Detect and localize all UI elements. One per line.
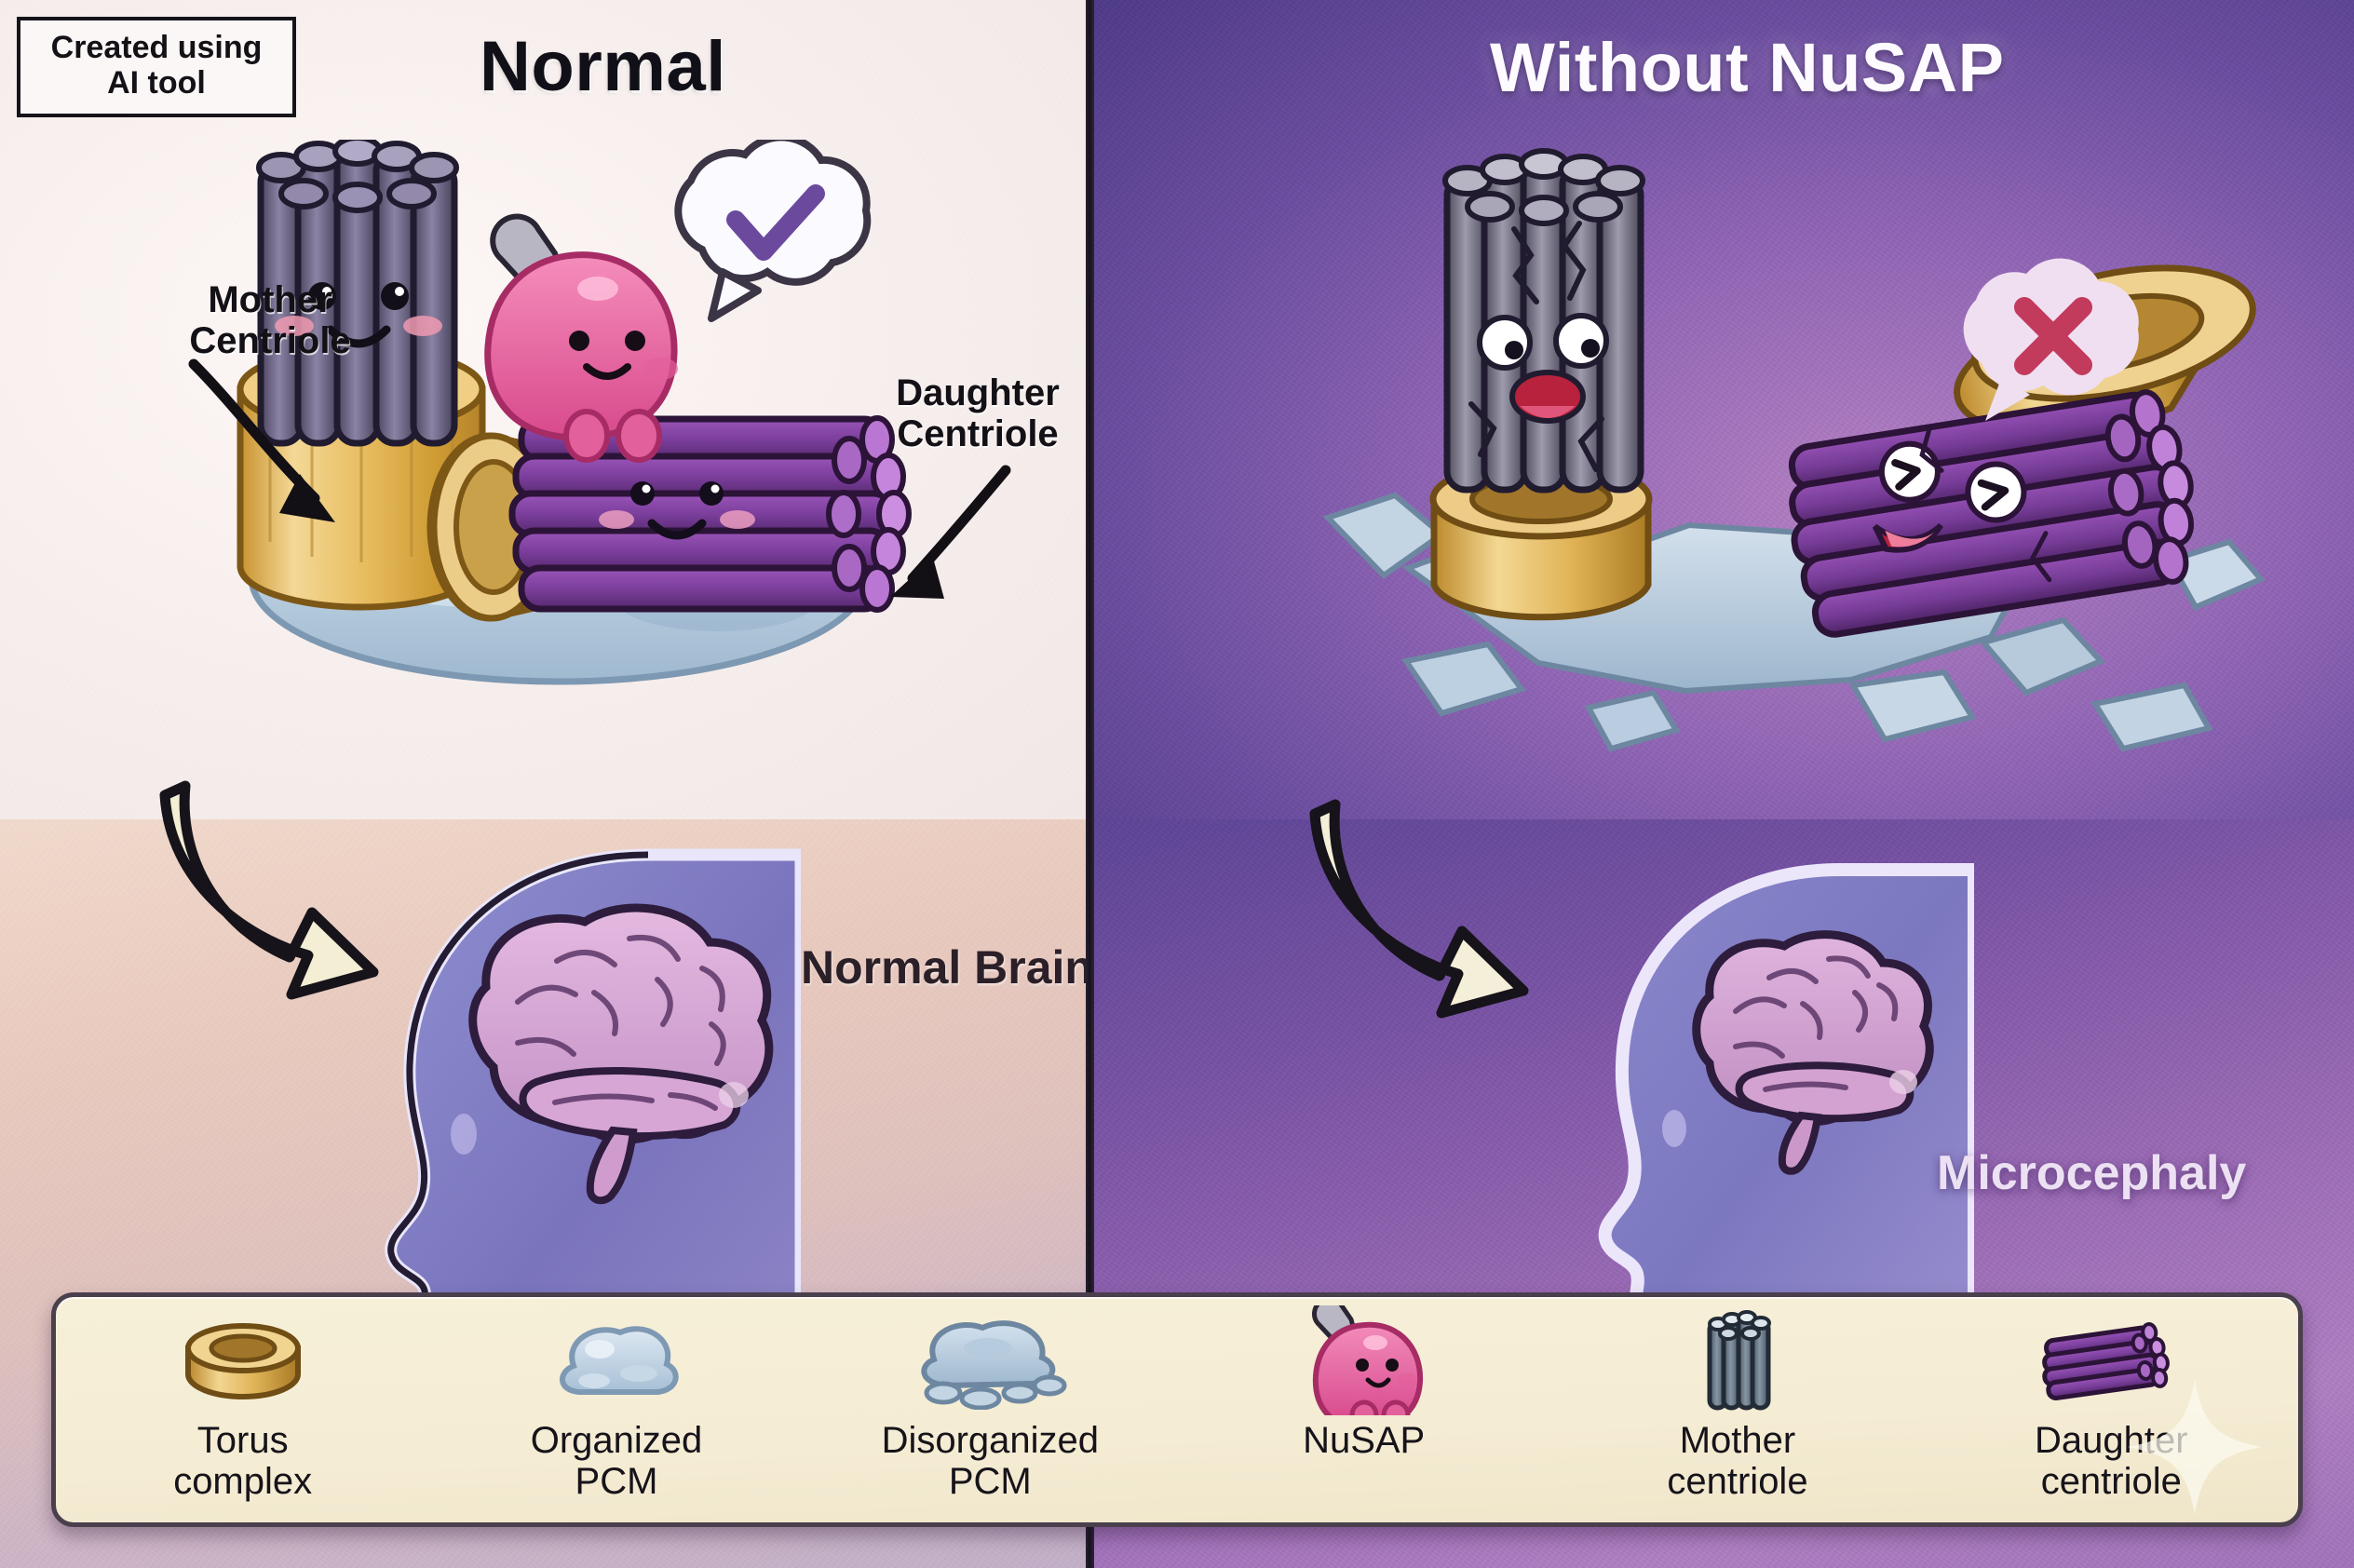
legend-item-nusap[interactable]: NuSAP bbox=[1177, 1297, 1550, 1522]
scene-disrupted-centrosome bbox=[1322, 148, 2266, 752]
crack-lines bbox=[1468, 221, 1604, 472]
status-bubble-cross bbox=[1963, 258, 2139, 421]
panel-title-without-nusap: Without NuSAP bbox=[1490, 29, 2005, 106]
brain-small bbox=[1692, 930, 1934, 1175]
callout-daughter-centriole: Daughter Centriole bbox=[896, 372, 1060, 454]
badge-line-1: Created using bbox=[50, 30, 263, 65]
pointer-arrow-mother-centriole bbox=[188, 358, 335, 522]
legend-bar: Torus complex Organized PCM bbox=[51, 1292, 2303, 1527]
label-normal-brain: Normal Brain bbox=[801, 941, 1093, 994]
mother-centriole-character bbox=[256, 140, 459, 447]
disorganized-pcm-icon bbox=[906, 1306, 1074, 1414]
callout-mother-centriole: Mother Centriole bbox=[189, 279, 351, 361]
panel-title-normal: Normal bbox=[480, 27, 726, 106]
legend-item-disorganized-pcm[interactable]: Disorganized PCM bbox=[804, 1297, 1177, 1522]
mother-centriole-icon bbox=[1691, 1306, 1784, 1414]
panel-divider bbox=[1086, 0, 1094, 1568]
flow-arrow-right bbox=[1309, 799, 1529, 1019]
daughter-centriole-face bbox=[599, 481, 755, 540]
daughter-centriole-character bbox=[508, 415, 912, 613]
mother-centriole-face bbox=[275, 282, 442, 348]
mother-centriole-cracked bbox=[1442, 148, 1645, 493]
legend-item-organized-pcm[interactable]: Organized PCM bbox=[429, 1297, 803, 1522]
legend-label-nusap: NuSAP bbox=[1303, 1420, 1426, 1461]
torus-complex-icon bbox=[173, 1306, 313, 1414]
legend-label-organized-pcm: Organized PCM bbox=[530, 1420, 703, 1502]
status-bubble-check bbox=[674, 140, 872, 322]
created-using-ai-tool-badge: Created using AI tool bbox=[17, 17, 296, 118]
nusap-character bbox=[484, 213, 678, 463]
legend-label-daughter-centriole: Daughter centriole bbox=[2035, 1420, 2188, 1502]
legend-item-torus-complex[interactable]: Torus complex bbox=[56, 1297, 429, 1522]
legend-item-mother-centriole[interactable]: Mother centriole bbox=[1550, 1297, 1924, 1522]
mother-centriole-shocked-face bbox=[1477, 313, 1609, 424]
organized-pcm-icon bbox=[542, 1306, 691, 1414]
flow-arrow-left bbox=[159, 780, 379, 1000]
scene-normal-centrosome bbox=[237, 140, 912, 685]
head-normal-brain bbox=[385, 848, 801, 1397]
legend-label-torus-complex: Torus complex bbox=[173, 1420, 313, 1502]
badge-line-2: AI tool bbox=[107, 65, 206, 101]
brain-normal bbox=[468, 903, 774, 1205]
legend-label-mother-centriole: Mother centriole bbox=[1667, 1420, 1808, 1502]
daughter-centriole-fallen bbox=[1788, 389, 2195, 638]
crack-lines-daughter bbox=[1919, 426, 2052, 583]
pointer-arrow-daughter-centriole bbox=[890, 465, 1011, 599]
nusap-icon bbox=[1299, 1305, 1429, 1415]
head-microcephaly-brain bbox=[1598, 863, 1974, 1378]
legend-label-disorganized-pcm: Disorganized PCM bbox=[881, 1420, 1100, 1502]
legend-item-daughter-centriole[interactable]: Daughter centriole bbox=[1925, 1297, 2298, 1522]
daughter-centriole-icon bbox=[2032, 1306, 2190, 1414]
label-microcephaly: Microcephaly bbox=[1937, 1146, 2247, 1200]
